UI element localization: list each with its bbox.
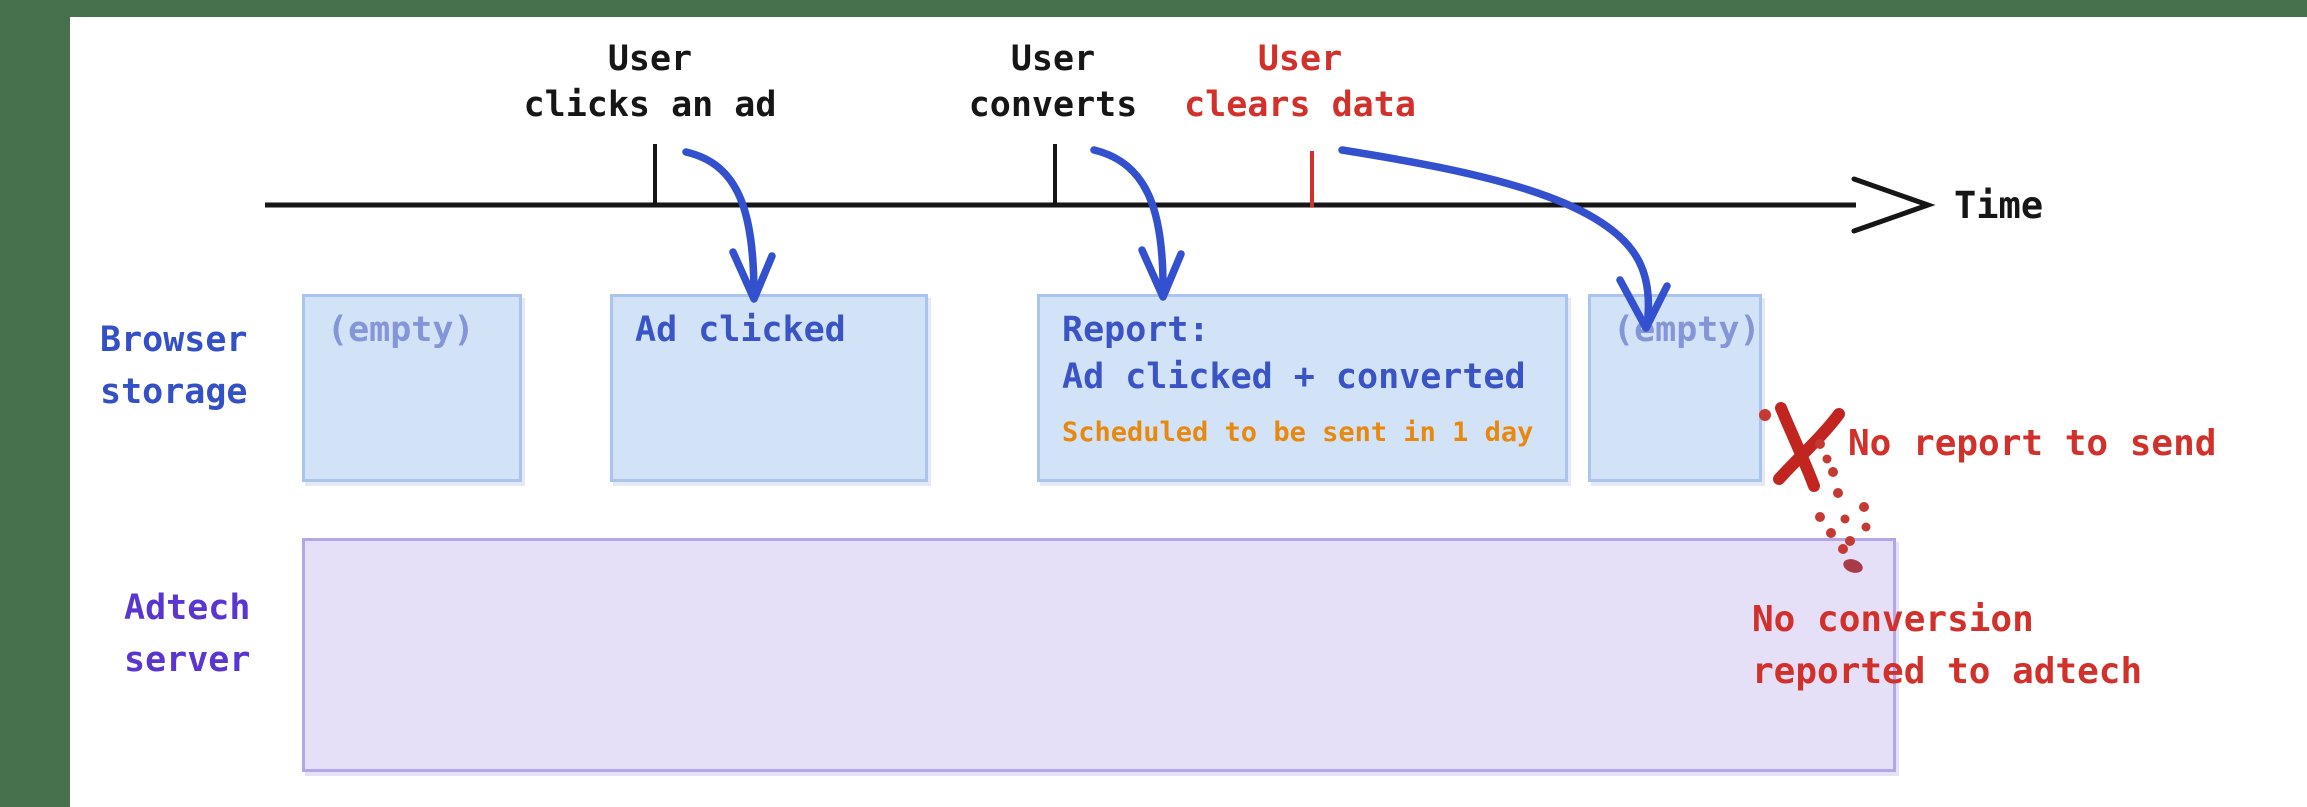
time-axis-label: Time — [1954, 184, 2044, 227]
event-label-user-clears-data: User clears data — [1184, 36, 1416, 128]
frame-border-left — [0, 0, 70, 807]
timeline-arrowhead — [1851, 176, 1936, 234]
event-label-user-converts: User converts — [969, 36, 1138, 128]
row-label-line: Adtech — [124, 588, 251, 628]
event-line: User — [607, 39, 693, 79]
adtech-server-box — [302, 538, 1896, 772]
event-line: converts — [968, 85, 1138, 125]
storage-box-text: (empty) — [1613, 310, 1761, 350]
storage-box-ad-clicked: Ad clicked — [610, 294, 928, 482]
event-line: User — [1257, 39, 1343, 79]
storage-box-text: (empty) — [327, 310, 475, 350]
event-line: clears data — [1184, 85, 1416, 125]
annotation-line: No conversion — [1752, 599, 2034, 640]
storage-box-report: Report: Ad clicked + converted Scheduled… — [1037, 294, 1568, 482]
event-label-user-clicks-ad: User clicks an ad — [524, 36, 777, 128]
row-label-browser-storage: Browser storage — [100, 314, 248, 418]
annotation-line: reported to adtech — [1752, 651, 2143, 692]
storage-box-text: Ad clicked — [635, 310, 846, 350]
report-schedule-note: Scheduled to be sent in 1 day — [1062, 417, 1534, 448]
storage-box-empty-after-clear: (empty) — [1588, 294, 1762, 482]
event-line: User — [1010, 39, 1096, 79]
event-line: clicks an ad — [523, 85, 777, 125]
row-label-line: server — [124, 640, 251, 680]
storage-box-empty-before-click: (empty) — [302, 294, 522, 482]
annotation-no-conversion-reported: No conversion reported to adtech — [1752, 594, 2142, 698]
arrow-convert-to-storage — [1090, 146, 1185, 301]
annotation-no-report-to-send: No report to send — [1848, 423, 2217, 464]
row-label-adtech-server: Adtech server — [124, 582, 250, 686]
red-x-mark — [1759, 402, 1845, 492]
arrow-click-to-storage — [682, 148, 776, 303]
report-title: Report: — [1062, 310, 1210, 350]
report-content: Ad clicked + converted — [1062, 357, 1526, 397]
row-label-line: Browser — [100, 320, 248, 360]
row-label-line: storage — [100, 372, 248, 412]
frame-border-top — [0, 0, 2307, 17]
